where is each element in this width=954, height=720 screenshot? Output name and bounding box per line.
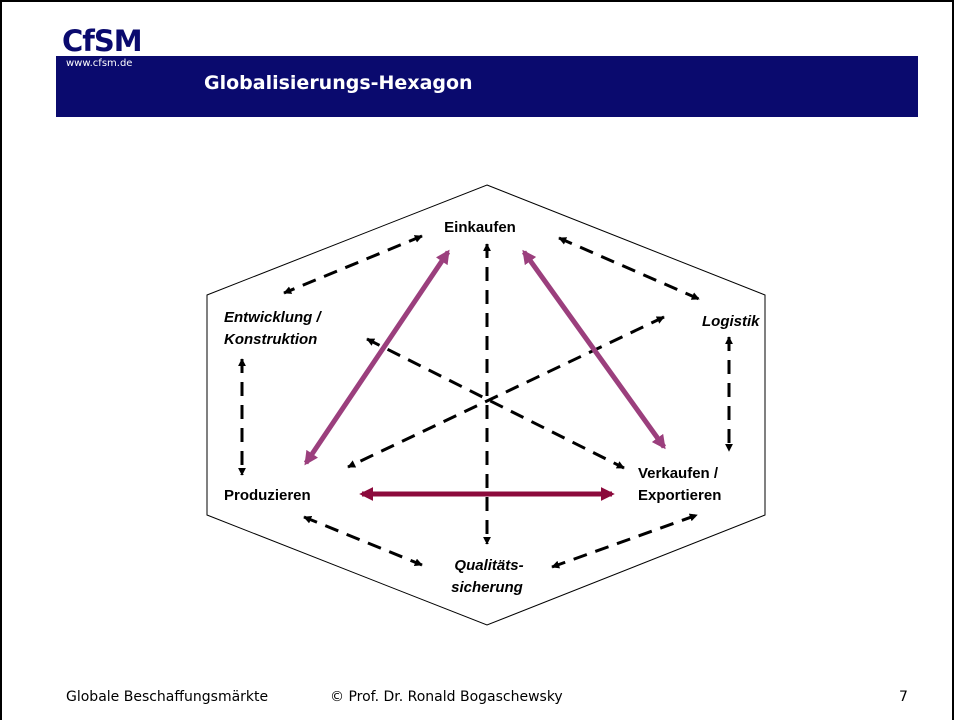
node-qualitaet-line2: sicherung: [451, 579, 523, 596]
node-entwicklung-line1: Entwicklung /: [224, 309, 323, 326]
slide-title: Globalisierungs-Hexagon: [204, 72, 473, 94]
arrow-einkaufen-verkaufen: [521, 249, 667, 450]
arrow-entwicklung-verkaufen: [366, 337, 625, 470]
cfsm-logo: CfSM: [62, 24, 143, 58]
node-verkaufen-line1: Verkaufen /: [638, 465, 719, 482]
hexagon-outline: [206, 184, 766, 626]
arrow-qualitaet-verkaufen: [551, 513, 698, 569]
footer-copyright: © Prof. Dr. Ronald Bogaschewsky: [330, 689, 563, 705]
logo-url: www.cfsm.de: [66, 58, 133, 69]
node-entwicklung-line2: Konstruktion: [224, 331, 317, 348]
arrow-logistik-produzieren: [347, 315, 665, 469]
arrow-einkaufen-logistik: [558, 236, 700, 301]
arrow-einkaufen-produzieren: [303, 249, 451, 466]
node-qualitaet-line1: Qualitäts-: [454, 557, 523, 574]
node-verkaufen-line2: Exportieren: [638, 487, 721, 504]
arrow-produzieren-qualitaet: [303, 515, 423, 567]
node-logistik: Logistik: [702, 313, 760, 330]
node-produzieren: Produzieren: [224, 487, 311, 504]
arrow-einkaufen-entwicklung: [283, 234, 423, 295]
footer-page-number: 7: [899, 689, 908, 705]
node-einkaufen: Einkaufen: [444, 219, 516, 236]
header-bar: [56, 56, 918, 117]
footer-course: Globale Beschaffungsmärkte: [66, 689, 269, 705]
